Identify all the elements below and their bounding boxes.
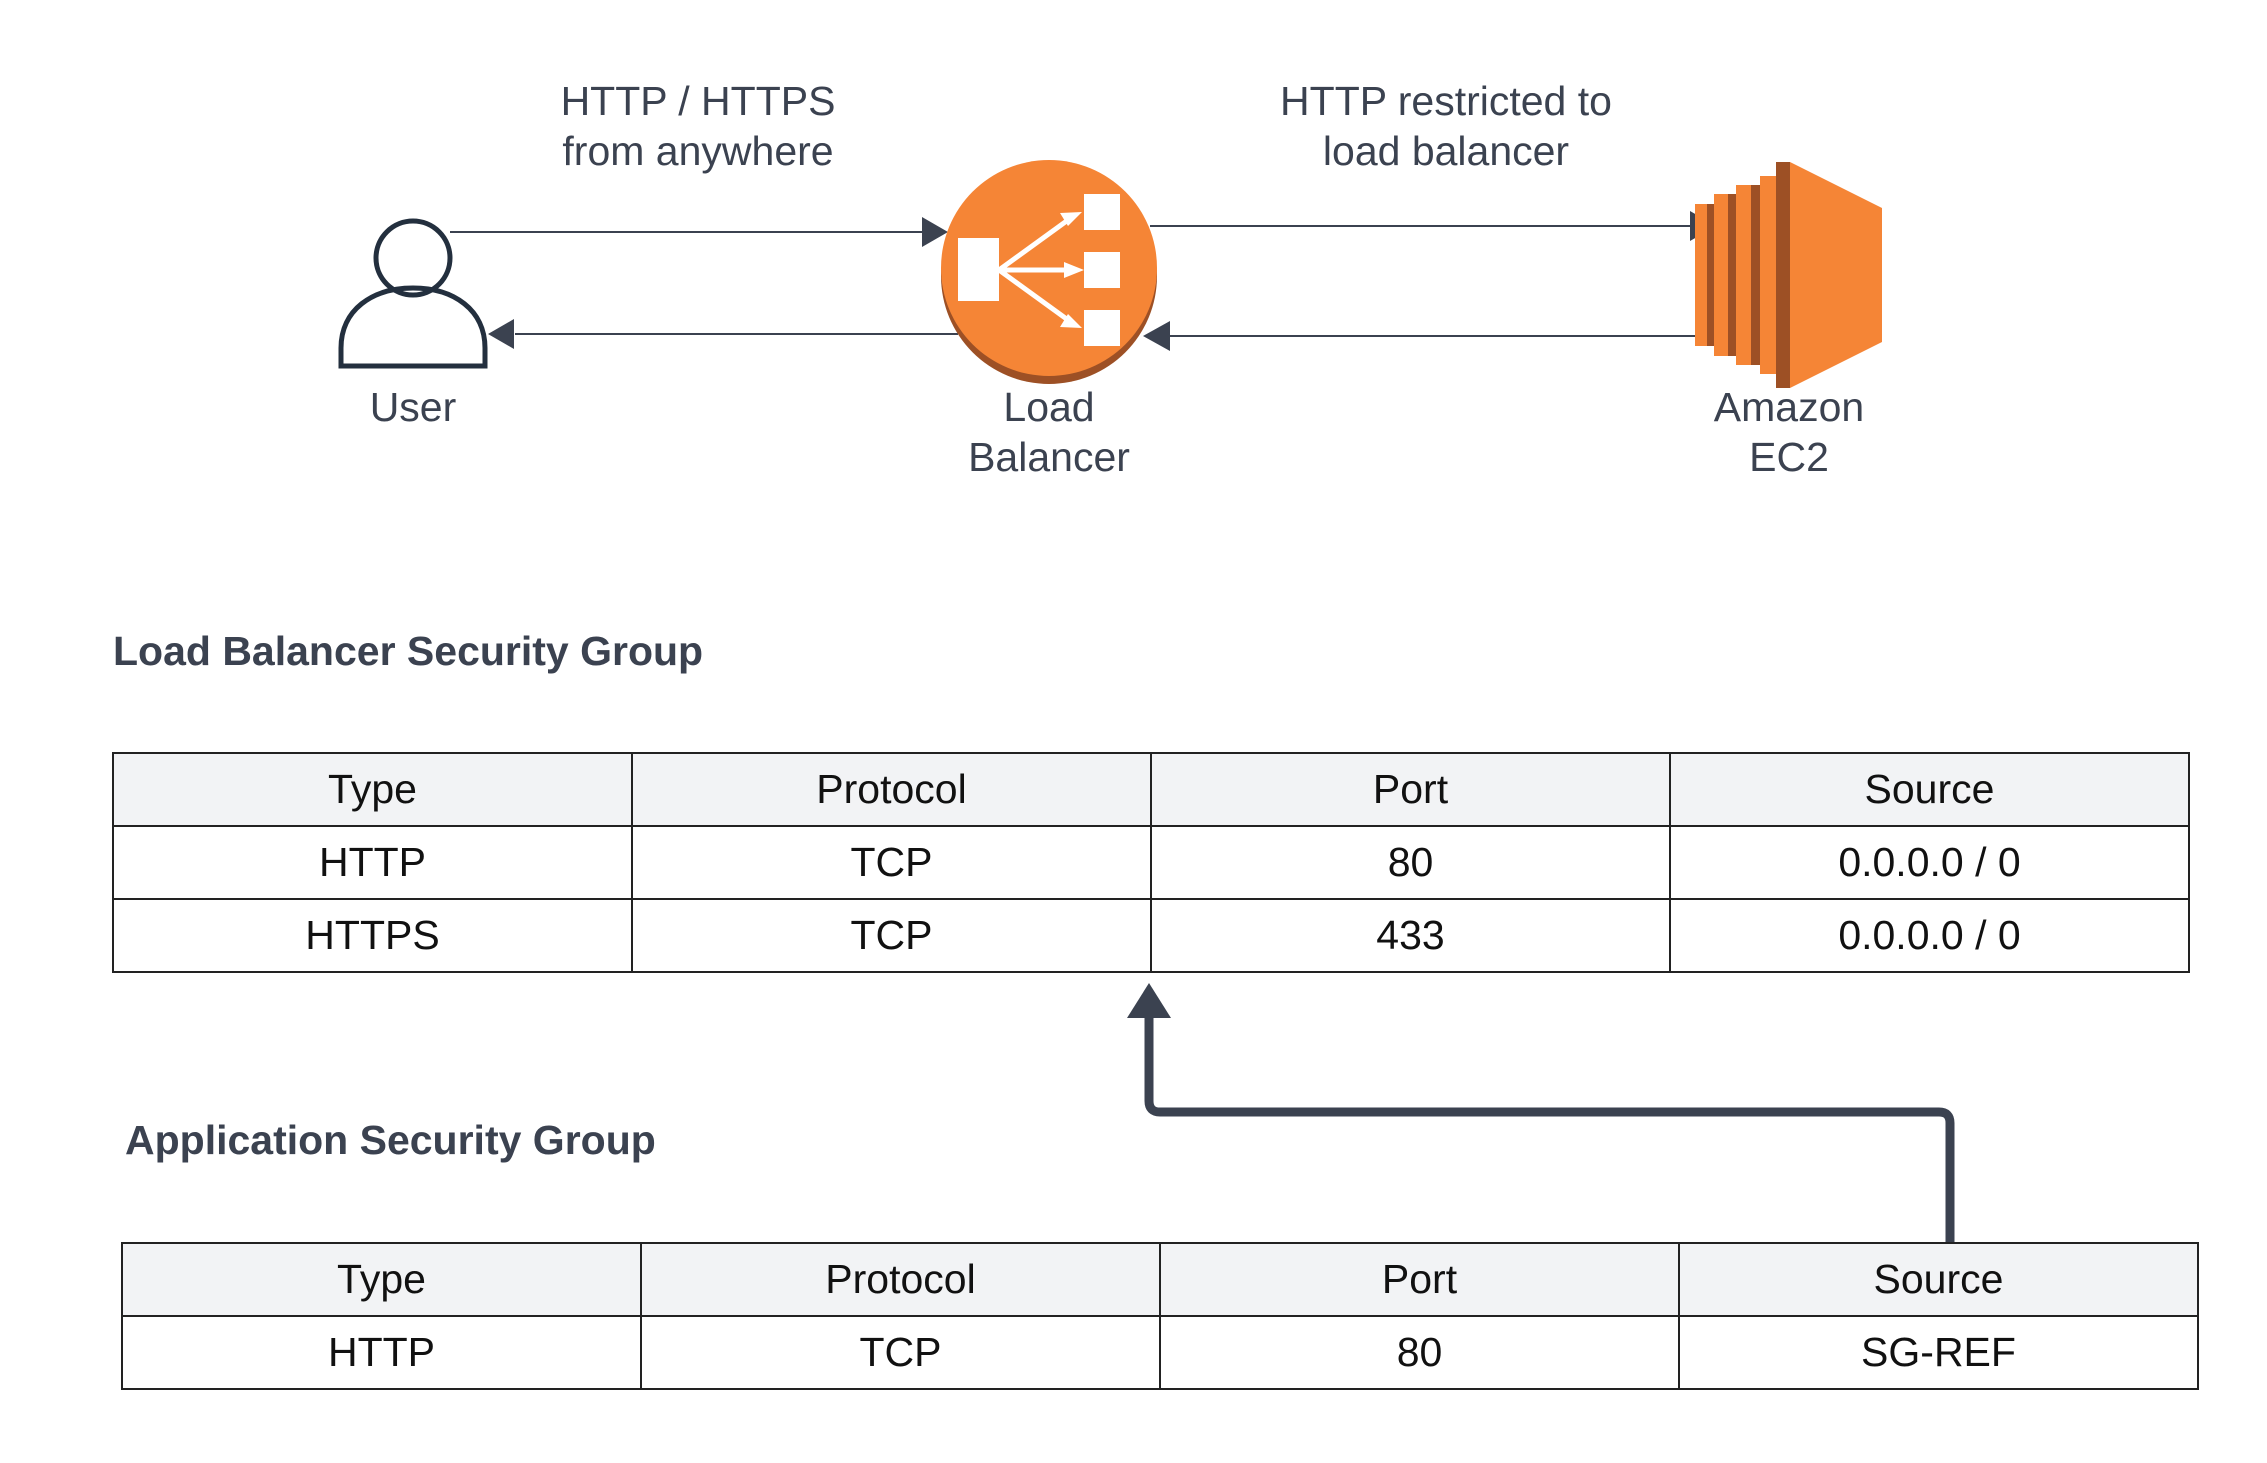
arrow-user-to-load-balancer (450, 217, 948, 247)
table-row: HTTPS TCP 433 0.0.0.0 / 0 (112, 898, 2190, 973)
sg-reference-arrow (1127, 983, 1955, 1246)
cell-source: SG-REF (1678, 1315, 2199, 1390)
cell-port: 80 (1159, 1315, 1680, 1390)
ec2-label-line1: Amazon (1713, 384, 1865, 430)
column-header-source: Source (1669, 752, 2190, 827)
edge-label-user-to-lb: HTTP / HTTPS from anywhere (498, 76, 898, 176)
lb-security-group-title: Load Balancer Security Group (113, 628, 704, 674)
ec2-instance-icon (1695, 162, 1882, 388)
edge-label-lb-to-ec2: HTTP restricted to load balancer (1206, 76, 1686, 176)
table-header-row: Type Protocol Port Source (121, 1242, 2199, 1317)
cell-port: 80 (1150, 825, 1671, 900)
cell-protocol: TCP (631, 825, 1152, 900)
arrow-load-balancer-to-user (488, 319, 958, 349)
cell-port: 433 (1150, 898, 1671, 973)
column-header-protocol: Protocol (631, 752, 1152, 827)
arrow-ec2-to-load-balancer (1143, 321, 1725, 351)
column-header-port: Port (1150, 752, 1671, 827)
ec2-label-line2: EC2 (1749, 434, 1829, 480)
column-header-source: Source (1678, 1242, 2199, 1317)
edge-label-lb-to-ec2-line1: HTTP restricted to (1280, 78, 1612, 124)
ec2-label: Amazon EC2 (1669, 382, 1909, 482)
user-icon (338, 218, 488, 369)
edge-label-user-to-lb-line1: HTTP / HTTPS (560, 78, 836, 124)
table-header-row: Type Protocol Port Source (112, 752, 2190, 827)
load-balancer-label-line2: Balancer (968, 434, 1130, 480)
cell-type: HTTP (121, 1315, 642, 1390)
app-security-group-title: Application Security Group (125, 1117, 656, 1163)
cell-protocol: TCP (640, 1315, 1161, 1390)
table-row: HTTP TCP 80 SG-REF (121, 1315, 2199, 1390)
edge-label-lb-to-ec2-line2: load balancer (1322, 128, 1570, 174)
app-security-group-table: Type Protocol Port Source HTTP TCP 80 SG… (121, 1242, 2199, 1390)
user-label-text: User (369, 384, 457, 430)
cell-type: HTTPS (112, 898, 633, 973)
load-balancer-icon (941, 160, 1157, 384)
lb-security-group-table: Type Protocol Port Source HTTP TCP 80 0.… (112, 752, 2190, 973)
column-header-protocol: Protocol (640, 1242, 1161, 1317)
column-header-port: Port (1159, 1242, 1680, 1317)
arrow-load-balancer-to-ec2 (1150, 211, 1716, 241)
cell-source: 0.0.0.0 / 0 (1669, 898, 2190, 973)
table-row: HTTP TCP 80 0.0.0.0 / 0 (112, 825, 2190, 900)
load-balancer-label: Load Balancer (929, 382, 1169, 482)
load-balancer-label-line1: Load (1003, 384, 1095, 430)
column-header-type: Type (112, 752, 633, 827)
cell-protocol: TCP (631, 898, 1152, 973)
user-label: User (353, 382, 473, 432)
cell-source: 0.0.0.0 / 0 (1669, 825, 2190, 900)
cell-type: HTTP (112, 825, 633, 900)
column-header-type: Type (121, 1242, 642, 1317)
edge-label-user-to-lb-line2: from anywhere (562, 128, 834, 174)
